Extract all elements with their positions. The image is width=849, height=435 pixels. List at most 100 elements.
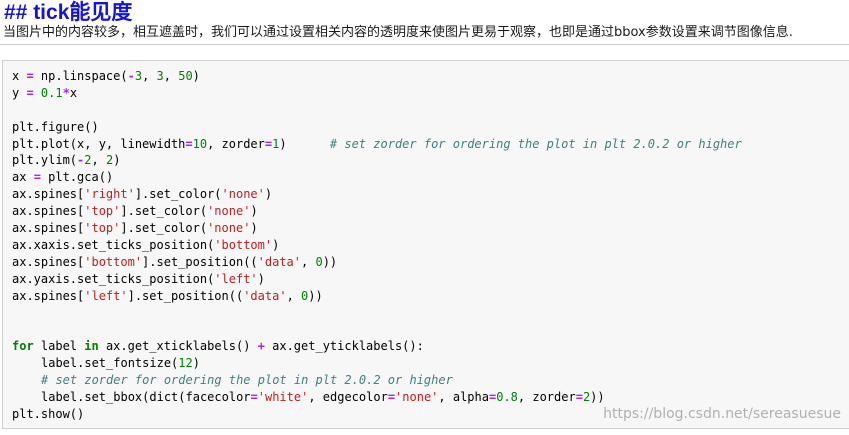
code-string: 'right' [84,187,135,202]
code-text: , [301,254,316,269]
code-line: ax.spines['right'].set_color('none') [12,186,742,203]
code-text: plt.plot(x, y, linewidth [12,136,186,151]
intro-paragraph: 当图片中的内容较多，相互遮盖时，我们可以通过设置相关内容的透明度来使图片更易于观… [3,25,793,40]
code-string: 'bottom' [84,254,143,269]
code-text: ) [257,271,265,286]
code-string: 'data' [243,288,287,303]
code-text: , edgecolor [308,389,388,404]
code-text: y [12,85,27,100]
code-line: x = np.linspace(-3, 3, 50) [12,68,742,85]
code-text [34,86,41,100]
code-text: plt.gca() [40,170,114,185]
heading-divider [0,44,849,45]
code-text: ].set_color( [120,221,208,236]
code-keyword: for [12,339,34,354]
code-line: ax.spines['top'].set_color('none') [12,203,742,220]
code-text: , [163,69,179,83]
code-cell[interactable]: x = np.linspace(-3, 3, 50)y = 0.1*x plt.f… [2,60,849,429]
code-text: ax.get_yticklabels(): [264,339,424,354]
code-number: 0.1 [40,85,63,100]
code-operator: = [488,389,497,404]
code-text: ].set_color( [134,187,222,202]
code-line: ax = plt.gca() [12,169,742,186]
code-number: 2 [582,389,591,404]
code-text: ].set_position(( [142,254,258,269]
code-line: # set zorder for ordering the plot in pl… [12,372,742,389]
code-operator: = [185,136,193,151]
code-line: label.set_bbox(dict(facecolor='white', e… [12,389,742,406]
code-number: 3 [134,69,143,83]
code-comment: # set zorder for ordering the plot in pl… [329,136,742,151]
code-number: 50 [178,69,193,83]
code-number: 2 [105,153,114,168]
code-text: , [91,153,106,168]
code-number: 3 [156,69,164,83]
code-text: ) [192,69,200,83]
code-text: np.linspace( [33,69,128,83]
code-line [12,304,742,321]
code-number: 0 [315,254,323,269]
code-number: 0 [301,288,309,303]
code-line: y = 0.1*x [12,85,742,102]
code-line: plt.show() [12,406,742,423]
code-text: label [33,339,85,354]
code-text: ) [192,356,200,371]
code-text: , zorder [207,136,265,151]
code-text: ) [272,237,280,252]
code-number: 0.8 [496,389,518,404]
code-text: )) [322,254,338,269]
code-operator: = [26,69,34,83]
code-operator: = [26,85,34,100]
code-text: )) [590,389,605,404]
code-text: ) [264,187,273,202]
code-line: plt.figure() [12,119,742,136]
code-text: label.set_fontsize( [41,356,179,371]
code-text: ax.spines[ [12,204,85,219]
code-line: ax.yaxis.set_ticks_position('left') [12,271,742,288]
code-editor[interactable]: x = np.linspace(-3, 3, 50)y = 0.1*x plt.f… [12,68,742,423]
code-string: 'none' [221,187,265,202]
code-number: 12 [178,356,193,371]
watermark: https://blog.csdn.net/sereasuesue [603,406,841,422]
code-text: )) [308,288,323,303]
code-string: 'bottom' [214,237,273,252]
code-operator: = [250,389,258,404]
code-text: , [142,69,157,83]
code-keyword: in [84,339,99,354]
code-number: 10 [192,136,208,151]
code-text: ax.spines[ [12,254,85,269]
code-text: ].set_position(( [127,288,244,303]
code-line: label.set_fontsize(12) [12,355,742,372]
code-string: 'top' [84,221,121,236]
code-string: 'none' [207,204,251,219]
code-line [12,321,742,338]
code-operator: = [387,389,396,404]
code-text: , zorder [517,389,576,404]
code-text: plt.figure() [12,119,99,134]
code-line: ax.spines['top'].set_color('none') [12,220,742,237]
code-text: ax.yaxis.set_ticks_position( [12,271,215,286]
code-operator: = [264,136,273,151]
code-string: 'white' [257,389,309,404]
code-line [12,102,742,119]
code-text: ax.xaxis.set_ticks_position( [12,237,215,252]
code-text: , [286,288,302,303]
code-line: ax.spines['left'].set_position(('data', … [12,288,742,305]
code-number: 1 [272,136,280,151]
markdown-heading: ## tick能见度 [4,1,133,24]
code-text: plt.ylim( [12,153,78,168]
code-text: ].set_color( [120,204,208,219]
code-line: ax.xaxis.set_ticks_position('bottom') [12,237,742,254]
code-string: 'none' [395,389,439,404]
code-text: ax.get_xticklabels() [98,339,258,354]
code-operator: - [77,153,85,168]
code-string: 'left' [84,288,128,303]
code-line: plt.plot(x, y, linewidth=10, zorder=1) #… [12,136,742,153]
code-text: ) [113,153,121,168]
code-text: ax.spines[ [12,221,85,236]
code-text: ax.spines[ [12,187,85,202]
code-line: plt.ylim(-2, 2) [12,152,742,169]
code-text: , alpha [438,389,489,404]
code-operator: + [257,339,265,354]
code-line: ax.spines['bottom'].set_position(('data'… [12,254,742,271]
